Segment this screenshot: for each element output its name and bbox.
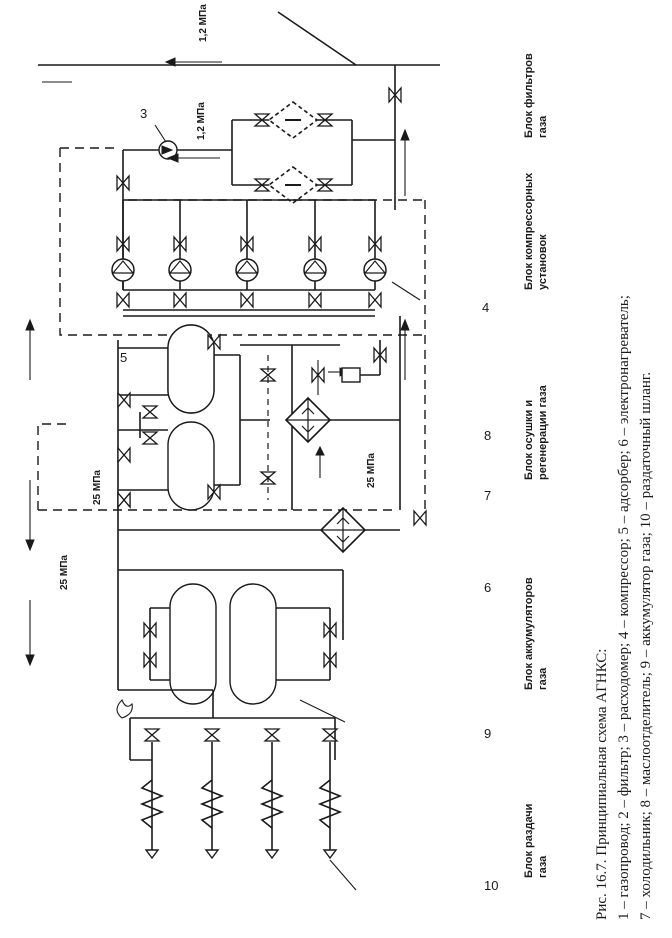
gas-pipeline (38, 11, 440, 83)
valve-icon (413, 510, 427, 526)
compressor-icon (168, 258, 192, 282)
valve-icon (116, 292, 130, 308)
valve-icon (117, 492, 131, 508)
valve-icon (368, 292, 382, 308)
adsorber-icon (167, 324, 215, 414)
num-10: 10 (484, 878, 498, 893)
compressor-icon (235, 258, 259, 282)
num-3: 3 (140, 106, 147, 121)
heater (117, 492, 427, 553)
valve-icon (308, 292, 322, 308)
accumulator-block (117, 569, 346, 723)
hose-row (139, 742, 343, 860)
caption-line-2: 7 – холодильник; 8 – маслоотделитель; 9 … (638, 372, 654, 920)
nozzle-icon (264, 849, 280, 860)
dashed-lines (37, 147, 426, 520)
valve-icon (204, 728, 220, 742)
compressor-icon (363, 258, 387, 282)
accumulator-icon (229, 583, 277, 705)
heater-icon (320, 507, 366, 553)
adsorber-icon (167, 421, 215, 511)
figure-caption: Рис. 16.7. Принципиальная схема АГНКС: 1… (594, 295, 654, 920)
accumulator-icon (169, 583, 217, 705)
valve-icon (117, 447, 131, 463)
nozzle-icon (144, 849, 160, 860)
pressure-label-pipeline: 1,2 МПа (198, 4, 209, 42)
nozzle-icon (204, 849, 220, 860)
item-numbers: 3 4 5 8 7 6 9 10 (120, 106, 498, 893)
flame-icon (116, 699, 133, 719)
dispensing-block (116, 699, 357, 891)
caption-title: Рис. 16.7. Принципиальная схема АГНКС: (594, 649, 610, 920)
num-9: 9 (484, 726, 491, 741)
compressor-icon (111, 258, 135, 282)
filter-icon (268, 166, 318, 204)
compressor-block (111, 199, 421, 317)
pressure-label-acc: 25 МПа (59, 555, 70, 590)
valve-icon (144, 728, 160, 742)
num-6: 6 (484, 580, 491, 595)
filter-block (231, 65, 402, 210)
num-8: 8 (484, 428, 491, 443)
valve-icon (142, 431, 158, 445)
pressure-label-flowmeter: 1,2 МПа (196, 102, 207, 140)
filter-icon (268, 101, 318, 139)
num-5: 5 (120, 350, 127, 365)
nozzle-icon (322, 849, 338, 860)
pressure-labels: 1,2 МПа 1,2 МПа 25 МПа 25 МПа 25 МПа (59, 4, 377, 590)
valve-icon (173, 292, 187, 308)
pressure-label-dry: 25 МПа (92, 470, 103, 505)
flow-arrows (25, 128, 410, 667)
num-7: 7 (484, 488, 491, 503)
compressor-icon (303, 258, 327, 282)
valve-icon (142, 405, 158, 419)
drying-block (117, 316, 401, 570)
oil-separator-icon (341, 367, 361, 383)
pressure-label-cooler: 25 МПа (366, 453, 377, 488)
caption-line-1: 1 – газопровод; 2 – фильтр; 3 – расходом… (616, 295, 632, 920)
valve-icon (264, 728, 280, 742)
valve-icon (240, 292, 254, 308)
num-4: 4 (482, 300, 489, 315)
